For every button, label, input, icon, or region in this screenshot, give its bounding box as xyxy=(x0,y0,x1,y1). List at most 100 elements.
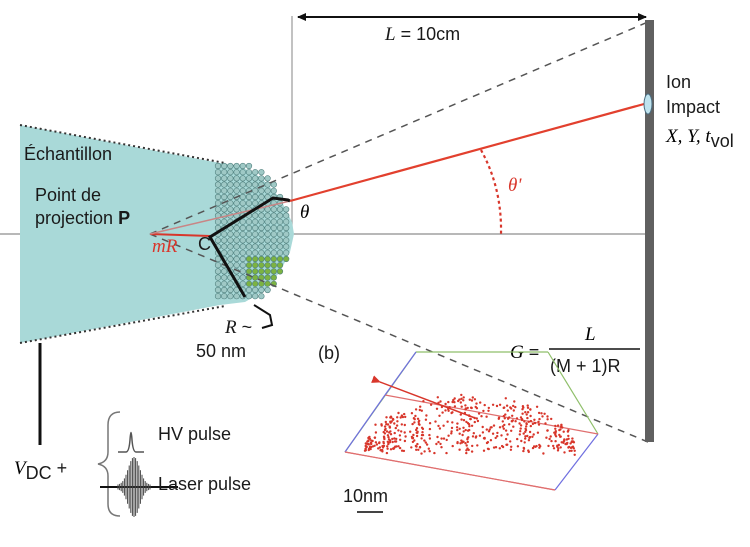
reconstructed-point xyxy=(418,408,421,412)
reconstructed-point xyxy=(425,414,428,417)
reconstructed-point xyxy=(468,398,471,401)
reconstructed-point xyxy=(451,444,454,448)
reconstructed-point xyxy=(393,437,396,440)
reconstructed-point xyxy=(386,440,389,443)
lattice-atom xyxy=(270,218,277,225)
lattice-atom xyxy=(252,212,259,219)
evaporating-atom xyxy=(264,268,271,275)
projection-label-line1: Point de xyxy=(35,185,101,205)
reconstructed-point xyxy=(394,426,397,430)
reconstructed-point xyxy=(464,428,467,432)
reconstructed-point xyxy=(456,441,459,445)
lattice-atom xyxy=(239,162,246,170)
reconstructed-point xyxy=(468,414,471,418)
reconstructed-point xyxy=(385,416,388,419)
detector xyxy=(645,20,654,442)
lattice-atom xyxy=(221,193,228,201)
reconstructed-point xyxy=(373,436,377,439)
reconstructed-point xyxy=(529,414,532,418)
lattice-atom xyxy=(245,175,253,182)
reconstructed-point xyxy=(527,439,531,442)
reconstructed-point xyxy=(465,449,468,452)
reconstructed-point xyxy=(566,430,570,433)
reconstructed-point xyxy=(554,430,557,433)
reconstructed-point xyxy=(382,442,385,445)
reconstructed-point xyxy=(498,447,501,450)
sample-label: Échantillon xyxy=(24,144,112,164)
reconstructed-point xyxy=(393,446,396,449)
lattice-atom xyxy=(233,200,240,207)
reconstructed-point xyxy=(556,445,559,448)
lattice-atom xyxy=(227,243,234,250)
lattice-atom xyxy=(227,237,234,244)
reconstructed-point xyxy=(567,434,570,438)
reconstructed-point xyxy=(374,423,377,426)
detector-label-line1: Ion xyxy=(666,72,691,92)
lattice-atom xyxy=(214,193,222,201)
lattice-atom xyxy=(270,187,277,194)
lattice-atom xyxy=(239,243,246,250)
reconstructed-point xyxy=(397,429,400,432)
evaporating-atom xyxy=(245,280,253,287)
reconstructed-point xyxy=(472,432,475,435)
reconstructed-point xyxy=(364,449,367,452)
svg-text:(M + 1)R: (M + 1)R xyxy=(550,356,621,376)
lattice-atom xyxy=(258,237,265,244)
reconstructed-point xyxy=(402,449,406,453)
scale-bar-label: 10nm xyxy=(343,486,388,506)
reconstructed-point xyxy=(424,418,428,421)
lattice-atom xyxy=(233,293,240,300)
detector-label-line2: Impact xyxy=(666,97,720,117)
lattice-atom xyxy=(221,274,228,281)
reconstructed-point xyxy=(556,424,560,427)
reconstructed-point xyxy=(508,423,511,426)
reconstructed-point xyxy=(397,411,400,415)
lattice-atom xyxy=(245,193,253,201)
reconstructed-point xyxy=(400,423,403,426)
reconstructed-point xyxy=(567,446,570,449)
lattice-atom xyxy=(221,237,228,244)
reconstructed-point xyxy=(383,437,386,441)
reconstructed-point xyxy=(379,449,383,452)
lattice-atom xyxy=(252,286,259,294)
reconstructed-atoms xyxy=(363,393,576,456)
lattice-atom xyxy=(227,162,234,170)
reconstructed-point xyxy=(512,425,515,428)
reconstructed-point xyxy=(420,452,423,455)
reconstructed-point xyxy=(437,401,440,404)
reconstructed-point xyxy=(470,450,474,453)
lattice-atom xyxy=(227,187,234,194)
reconstructed-point xyxy=(556,449,560,452)
reconstructed-point xyxy=(550,417,553,421)
reconstructed-point xyxy=(524,430,527,433)
reconstructed-point xyxy=(455,426,459,429)
reconstructed-point xyxy=(421,431,424,434)
reconstructed-point xyxy=(477,412,481,415)
theta-prime-label: θ' xyxy=(508,175,522,196)
reconstructed-point xyxy=(474,405,477,409)
lattice-atom xyxy=(252,224,259,232)
reconstructed-point xyxy=(537,423,541,426)
lattice-atom xyxy=(221,286,228,294)
reconstructed-point xyxy=(466,437,469,440)
lattice-atom xyxy=(245,249,253,256)
reconstructed-point xyxy=(433,451,436,455)
reconstructed-point xyxy=(498,426,502,429)
lattice-atom xyxy=(245,286,253,294)
reconstructed-point xyxy=(514,405,517,409)
lattice-atom xyxy=(239,262,246,269)
reconstructed-point xyxy=(531,422,535,426)
evaporating-atom xyxy=(264,274,271,281)
evaporating-atom xyxy=(276,255,284,263)
evaporating-atom xyxy=(252,280,259,287)
reconstructed-point xyxy=(548,437,551,441)
reconstructed-point xyxy=(516,437,519,441)
radius-lines xyxy=(207,196,291,298)
reconstructed-point xyxy=(383,425,387,428)
reconstructed-point xyxy=(462,419,466,422)
reconstructed-point xyxy=(523,441,526,444)
reconstructed-point xyxy=(475,417,478,420)
reconstructed-point xyxy=(400,430,403,433)
reconstructed-point xyxy=(436,435,439,439)
reconstructed-point xyxy=(386,434,390,437)
